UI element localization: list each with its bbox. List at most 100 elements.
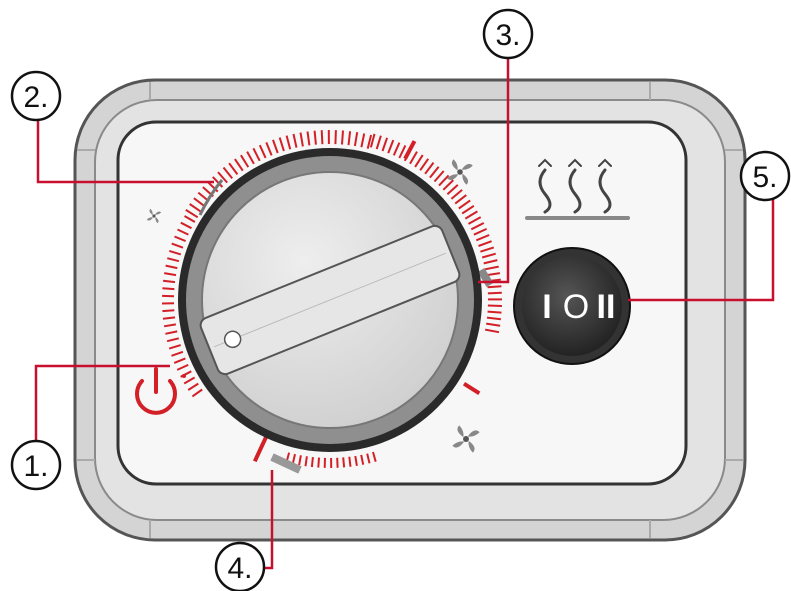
scale-tick <box>162 309 175 313</box>
power-off-icon <box>135 367 177 415</box>
scale-tick <box>180 221 192 230</box>
scale-tick <box>485 328 500 334</box>
scale-tick <box>480 246 495 253</box>
scale-tick <box>446 184 459 196</box>
scale-tick <box>162 287 175 291</box>
scale-tick <box>165 330 178 335</box>
scale-tick <box>450 189 463 200</box>
scale-tick <box>176 363 189 371</box>
scale-major-tick <box>252 435 269 463</box>
scale-tick <box>304 456 308 467</box>
scale-tick <box>464 210 478 220</box>
scale-major-tick <box>403 140 417 160</box>
scale-tick <box>168 344 181 350</box>
scale-tick <box>341 130 344 145</box>
scale-tick <box>468 216 482 225</box>
scale-tick <box>470 222 485 231</box>
scale-tick <box>164 272 177 277</box>
scale-tick <box>461 204 475 215</box>
scale-tick <box>252 147 261 162</box>
scale-tick <box>174 235 186 243</box>
scale-tick <box>184 215 196 223</box>
scale-tick <box>177 228 189 236</box>
callout-5-label: 5. <box>752 161 777 194</box>
scale-tick <box>272 139 279 154</box>
scale-tick <box>191 388 203 398</box>
scale-tick <box>173 357 186 364</box>
scale-tick <box>419 158 430 171</box>
scale-tick <box>353 132 359 147</box>
scale-tick <box>222 166 233 180</box>
scale-tick <box>299 132 304 147</box>
leader-line-2 <box>36 118 214 184</box>
leader-lines <box>34 58 775 570</box>
temperature-knob[interactable] <box>178 148 482 452</box>
leader-line-1 <box>34 364 170 455</box>
scale-tick <box>372 451 377 462</box>
scale-tick <box>285 135 292 150</box>
callout-1: 1. <box>10 439 62 491</box>
scale-tick <box>484 265 499 271</box>
knob-start-mark <box>198 179 224 216</box>
knob-end-mark <box>270 453 302 474</box>
scale-tick <box>458 199 471 210</box>
scale-tick <box>347 131 352 146</box>
scale-tick <box>486 322 501 327</box>
scale-tick <box>334 130 337 145</box>
knob-indicator-dot <box>223 330 242 349</box>
rocker-switch[interactable]: I O II <box>513 247 631 365</box>
scale-tick <box>193 197 206 208</box>
scale-tick <box>189 203 202 213</box>
scale-tick <box>292 133 298 148</box>
scale-tick <box>320 130 324 145</box>
scale-tick <box>187 382 199 391</box>
leader-line-5 <box>628 195 775 302</box>
scale-tick <box>487 310 502 314</box>
scale-tick <box>313 130 317 145</box>
callout-4-label: 4. <box>227 552 252 585</box>
scale-tick <box>387 139 395 154</box>
scale-tick <box>310 456 314 468</box>
scale-tick <box>342 457 346 468</box>
scale-tick <box>438 174 450 187</box>
scale-tick <box>246 151 255 165</box>
scale-tick <box>185 209 199 219</box>
switch-position-2: II <box>597 288 616 326</box>
scale-tick <box>481 252 496 259</box>
scale-tick <box>306 131 311 146</box>
scale-tick <box>217 171 228 184</box>
scale-tick <box>360 133 366 148</box>
rocker-switch-labels: I O II <box>542 288 615 326</box>
leader-line-4 <box>265 470 274 570</box>
scale-tick <box>278 137 285 152</box>
scale-tick <box>486 316 502 321</box>
scale-tick <box>366 453 371 464</box>
scale-tick <box>414 154 424 168</box>
scale-tick <box>478 240 492 247</box>
scale-tick <box>258 144 267 159</box>
scale-major-tick <box>462 382 481 395</box>
callout-2: 2. <box>10 70 62 122</box>
scale-tick <box>375 135 382 150</box>
scale-tick <box>167 257 180 263</box>
knob-grip[interactable] <box>198 223 462 376</box>
scale-tick <box>442 179 454 191</box>
leader-line-3 <box>478 58 510 284</box>
callout-2-label: 2. <box>23 81 48 114</box>
scale-tick <box>166 337 180 343</box>
heat-waves-icon <box>525 158 630 220</box>
scale-tick <box>165 264 178 270</box>
scale-tick <box>487 291 502 295</box>
scale-tick <box>162 279 176 284</box>
callout-5: 5. <box>739 150 791 202</box>
scale-tick <box>163 323 177 328</box>
scale-tick <box>228 162 239 175</box>
scale-tick <box>429 166 440 179</box>
scale-tick <box>487 304 502 307</box>
scale-tick <box>234 158 244 172</box>
scale-tick <box>171 350 184 357</box>
scale-tick <box>483 259 498 265</box>
scale-tick <box>171 242 184 249</box>
scale-tick <box>487 285 502 289</box>
